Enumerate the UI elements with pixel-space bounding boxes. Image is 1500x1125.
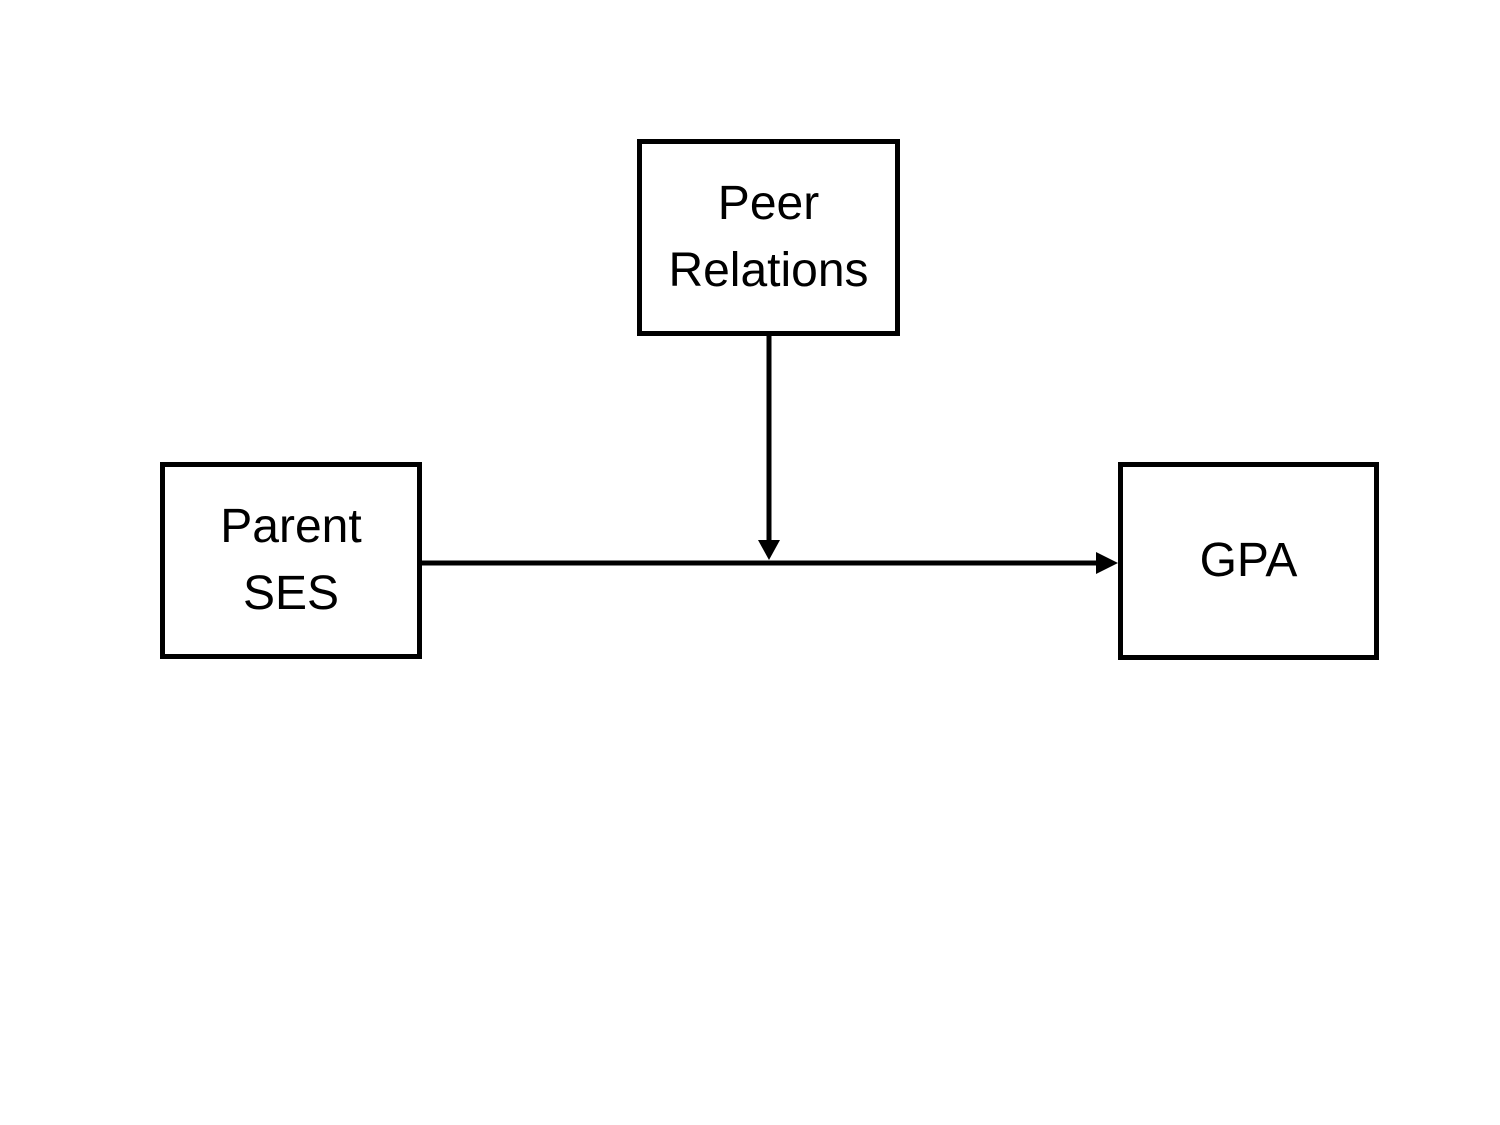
node-peer-relations-label-line2: Relations xyxy=(668,243,869,297)
node-gpa: GPA xyxy=(1118,462,1379,660)
node-peer-relations: Peer Relations xyxy=(637,139,900,336)
node-peer-relations-label-line1: Peer xyxy=(717,177,820,231)
node-parent-ses-label-line1: Parent xyxy=(220,500,362,554)
node-gpa-label: GPA xyxy=(1199,533,1298,587)
arrow-peer-relations-to-path xyxy=(758,334,780,560)
arrowhead-down-icon xyxy=(758,540,780,560)
arrow-parent-ses-to-gpa xyxy=(420,552,1118,574)
node-parent-ses-label-line2: SES xyxy=(242,566,340,620)
node-parent-ses: Parent SES xyxy=(160,462,422,659)
arrowhead-right-icon xyxy=(1096,552,1118,574)
